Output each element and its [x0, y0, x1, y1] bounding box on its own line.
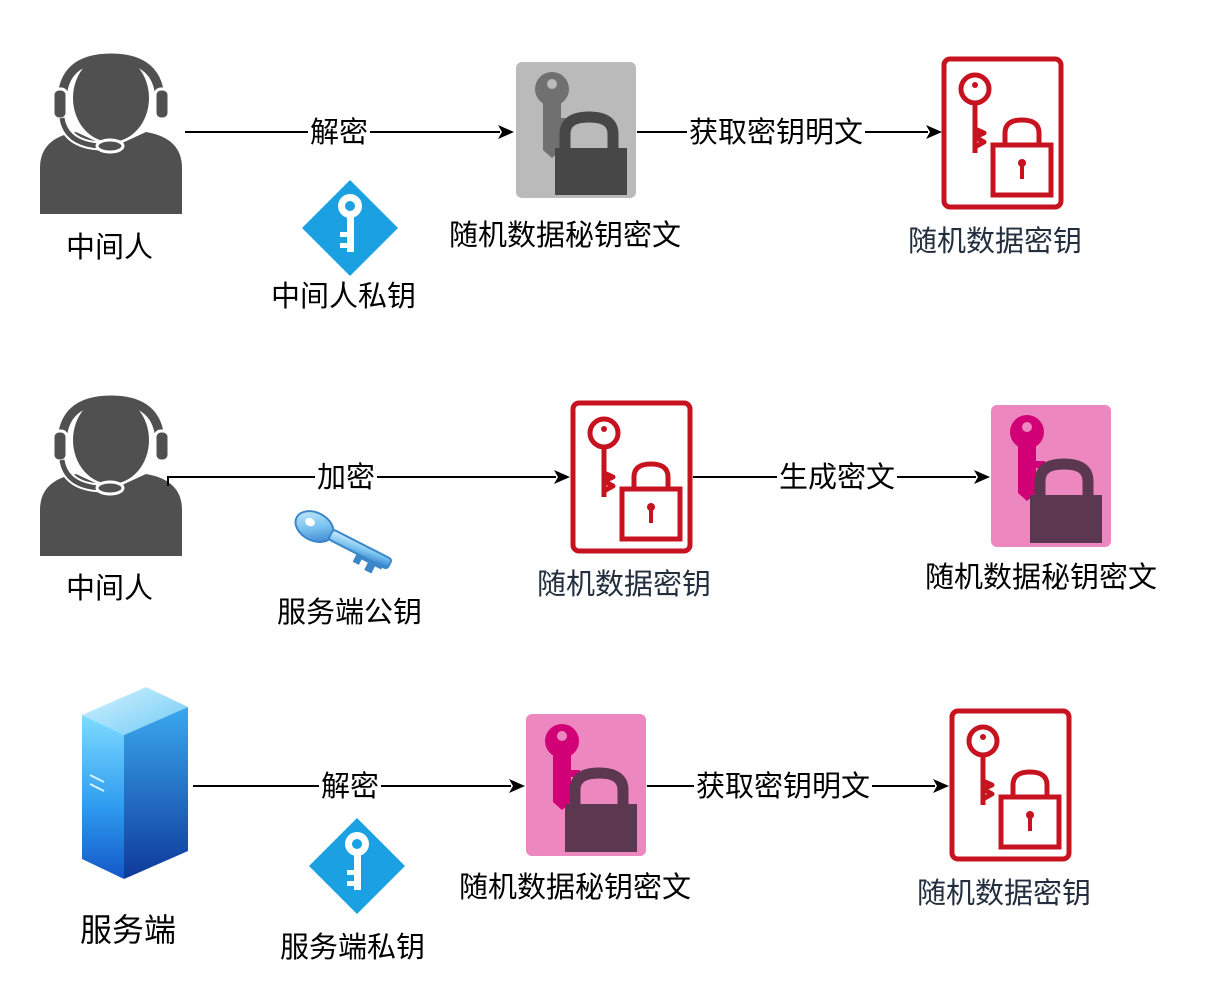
blue-glossy-key-icon [294, 510, 392, 574]
headset-person-icon [40, 53, 182, 214]
red-key-lock-document-icon [949, 708, 1072, 862]
edge-label: 加密 [315, 460, 378, 494]
server-icon [82, 687, 188, 879]
edge-label: 获取密钥明文 [694, 769, 873, 803]
red-key-lock-document-icon [570, 400, 693, 554]
edge-label: 生成密文 [777, 460, 898, 494]
key-label: 服务端私钥 [280, 930, 426, 964]
node-label: 随机数据秘钥密文 [925, 560, 1158, 594]
blue-diamond-key-icon [309, 818, 405, 914]
node-label: 随机数据秘钥密文 [459, 870, 692, 904]
edge-arrow [167, 470, 570, 486]
key-label: 服务端公钥 [277, 595, 423, 629]
node-label: 随机数据秘钥密文 [449, 218, 682, 252]
actor-label: 中间人 [66, 230, 154, 264]
headset-person-icon [40, 395, 182, 556]
pink-key-lock-icon [991, 405, 1111, 547]
edge-label: 获取密钥明文 [687, 115, 866, 149]
node-label: 随机数据密钥 [537, 567, 712, 601]
node-label: 随机数据密钥 [917, 876, 1092, 910]
red-key-lock-document-icon [941, 56, 1064, 210]
key-label: 中间人私钥 [271, 279, 417, 313]
actor-label: 中间人 [66, 571, 154, 605]
gray-key-lock-icon [516, 62, 636, 198]
edge-label: 解密 [319, 769, 382, 803]
node-label: 随机数据密钥 [908, 224, 1083, 258]
blue-diamond-key-icon [302, 180, 398, 276]
edge-label: 解密 [308, 115, 371, 149]
actor-label: 服务端 [80, 911, 177, 949]
pink-key-lock-icon [526, 714, 646, 856]
